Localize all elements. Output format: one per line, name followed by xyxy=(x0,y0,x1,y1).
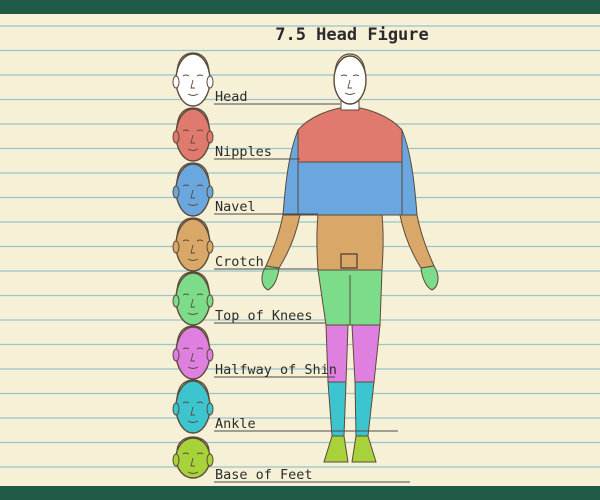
left-foot xyxy=(323,435,349,463)
torso-hips xyxy=(316,214,384,271)
label-row: Base of Feet xyxy=(172,436,410,483)
right-foot xyxy=(351,435,377,463)
body-figure xyxy=(261,53,439,463)
label-row: Navel xyxy=(172,162,318,217)
label-row: Top of Knees xyxy=(172,271,325,326)
diagram-title: 7.5 Head Figure xyxy=(275,25,429,45)
left-hand xyxy=(261,265,280,291)
label-row: Halfway of Shin xyxy=(172,325,337,380)
crotch-marker xyxy=(340,253,358,269)
label-row: Crotch xyxy=(172,217,318,272)
head-icon xyxy=(172,271,214,326)
proportion-label: Crotch xyxy=(215,254,264,270)
proportion-label: Head xyxy=(215,89,248,105)
right-hand xyxy=(420,265,439,291)
head-icon xyxy=(172,217,214,272)
head-icon xyxy=(172,379,214,434)
torso-abdomen xyxy=(297,161,403,216)
head-icon xyxy=(172,325,214,380)
label-row: Ankle xyxy=(172,379,398,434)
proportion-label: Ankle xyxy=(215,416,256,432)
proportion-label: Halfway of Shin xyxy=(215,362,337,378)
proportion-label: Top of Knees xyxy=(215,308,313,324)
proportion-label: Base of Feet xyxy=(215,467,313,483)
label-row: Head xyxy=(172,52,340,107)
ruled-lines xyxy=(0,25,600,468)
proportion-label: Navel xyxy=(215,199,256,215)
head-icon xyxy=(172,162,214,217)
label-row: Nipples xyxy=(172,107,300,162)
proportion-label: Nipples xyxy=(215,144,272,160)
torso-chest xyxy=(297,107,403,163)
head-icon xyxy=(172,436,214,479)
head-icon xyxy=(172,107,214,162)
figure-head xyxy=(333,53,367,105)
head-icon xyxy=(172,52,214,107)
paper-background xyxy=(0,14,600,486)
